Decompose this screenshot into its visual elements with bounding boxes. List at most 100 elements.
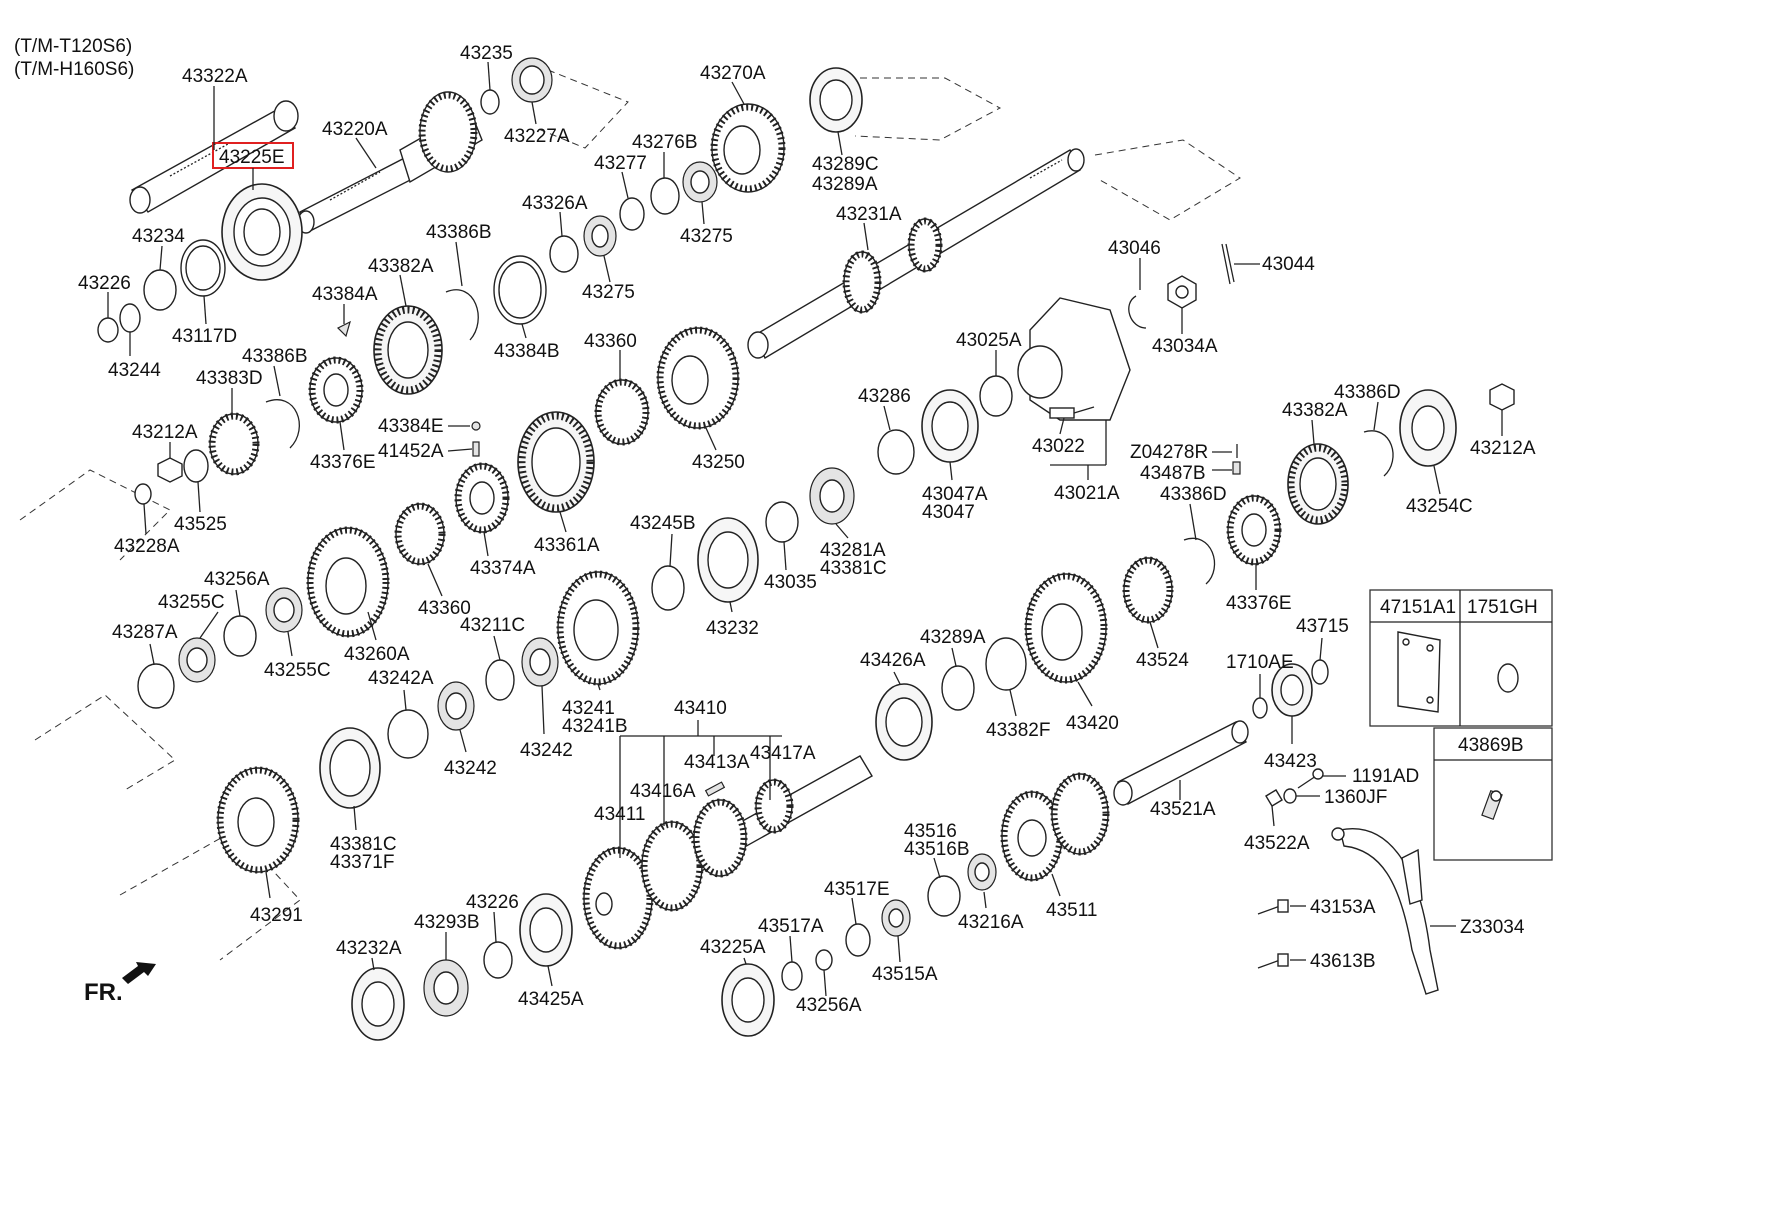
gear-43511 [1000, 772, 1110, 882]
part-label: 43511 [1046, 900, 1097, 921]
part-label: 43227A [504, 126, 570, 147]
part-label: 43613B [1310, 951, 1376, 972]
o-ring-icon [1497, 663, 1519, 693]
part-label: 43386B [426, 222, 492, 243]
part-label: 43255C [158, 592, 225, 613]
alignment-guides [19, 69, 1241, 961]
bearing-cup-43289c [809, 67, 863, 133]
snap-ring-43277 [619, 197, 645, 231]
synchro-ring-43382a-right [1287, 443, 1349, 525]
part-label: 43241 [562, 698, 615, 719]
synchro-hub-43376e-right [1226, 494, 1282, 566]
part-label: 41452A [378, 441, 444, 462]
part-label: 43289A [812, 174, 878, 195]
part-label: 43232 [706, 618, 759, 639]
part-label: 43241B [562, 716, 628, 737]
part-label: 43386D [1334, 382, 1401, 403]
part-label: 43326A [522, 193, 588, 214]
snap-ring-43211c [485, 659, 515, 701]
front-direction-label: FR. [84, 979, 123, 1006]
key-43384a [336, 320, 351, 338]
sleeve-43256a [223, 615, 257, 657]
part-label: 43361A [534, 535, 600, 556]
part-label: 43242 [520, 740, 573, 761]
needle-bearing-43242-left [437, 681, 475, 731]
part-label: 43286 [858, 386, 911, 407]
part-labels: 43322A 43225E 43235 43227A 43220A 43270A… [78, 43, 1536, 1016]
part-label: 43371F [330, 852, 394, 873]
part-label: 43212A [1470, 438, 1536, 459]
part-label: 43277 [594, 153, 647, 174]
spring-43386b-left [265, 399, 300, 449]
gear-43420 [1024, 572, 1108, 684]
output-shaft-43231a [747, 148, 1085, 360]
part-label: 43275 [582, 282, 635, 303]
front-direction-indicator: FR. [84, 962, 156, 1006]
hub-43374a [454, 462, 510, 534]
part-label: 43487B [1140, 463, 1206, 484]
part-label: 43715 [1296, 616, 1349, 637]
sleeve-43382f [985, 637, 1027, 691]
part-label: 43386D [1160, 484, 1227, 505]
ring-43715 [1311, 659, 1329, 685]
sleeve-43242a [387, 709, 429, 759]
bolt-43153a [1257, 899, 1289, 915]
needle-bearing-43242-right [521, 637, 559, 687]
part-label: 43047A [922, 484, 988, 505]
bearing-43232 [697, 517, 759, 603]
part-label: 43382F [986, 720, 1050, 741]
bearing-43286-sleeve [877, 429, 915, 475]
part-label: 43235 [460, 43, 513, 64]
main-drive-gear-shaft-43220a [297, 91, 483, 234]
part-label: 43524 [1136, 650, 1189, 671]
part-label: 43276B [632, 132, 698, 153]
part-label: 43420 [1066, 713, 1119, 734]
washer-43276b [650, 177, 680, 215]
part-label: 43046 [1108, 238, 1161, 259]
ring-43035 [765, 501, 799, 543]
front-arrow-icon [122, 962, 156, 984]
snap-ring-43235 [480, 89, 500, 115]
part-label: Z33034 [1460, 917, 1525, 938]
part-label: Z04278R [1130, 442, 1208, 463]
part-label: 43425A [518, 989, 584, 1010]
part-label: 43515A [872, 964, 938, 985]
needle-bearing-43275-mid [583, 215, 617, 257]
snap-ring-43256a [815, 949, 833, 971]
washer-43226 [97, 317, 119, 343]
part-label: 43374A [470, 558, 536, 579]
bearing-43425a [519, 893, 573, 967]
part-label: 43270A [700, 63, 766, 84]
part-label: 43517A [758, 916, 824, 937]
sleeve-43381c [319, 727, 381, 809]
spring-41452a [472, 441, 480, 457]
part-label: 43044 [1262, 254, 1315, 275]
washer-43517a [781, 961, 803, 991]
bearing-43426a [875, 683, 933, 761]
bearing-43047a [921, 389, 979, 463]
spring-43386b-top [445, 289, 479, 341]
sleeve-43287a [137, 663, 175, 709]
leader-lines [107, 61, 1503, 997]
part-label: 43410 [674, 698, 727, 719]
needle-bearing-43515a [881, 899, 911, 937]
part-label-highlighted: 43225E [219, 147, 285, 168]
part-label: 43521A [1150, 799, 1216, 820]
snap-ring-43046 [1128, 295, 1147, 329]
ring-43289a [941, 665, 975, 711]
part-label: 1191AD [1352, 766, 1419, 787]
part-label: 43522A [1244, 833, 1310, 854]
needle-bearing-43281a [809, 467, 855, 525]
gear-43241 [556, 570, 640, 686]
part-label: 43244 [108, 360, 161, 381]
part-label: 43423 [1264, 751, 1317, 772]
sleeve-43326a [549, 235, 579, 273]
part-label: 43360 [584, 331, 637, 352]
part-label: 43383D [196, 368, 263, 389]
washer-43517e [845, 923, 871, 957]
part-label: 43381C [820, 558, 887, 579]
synchro-ring-43382a-left [373, 305, 443, 395]
part-label: 43216A [958, 912, 1024, 933]
nut-43034a [1167, 275, 1197, 309]
